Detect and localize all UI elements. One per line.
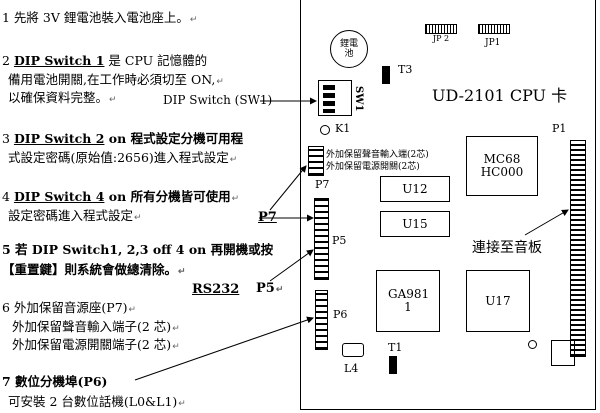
note-6-line-3: 外加保留電源開關端子(2 芯)↵: [12, 337, 180, 354]
board-title: UD-2101 CPU 卡: [432, 86, 568, 105]
note-3-number: 3: [2, 131, 10, 146]
transistor-t3: [382, 66, 390, 84]
return-mark-icon: ↵: [109, 94, 117, 104]
note-5-text-a: 5 若 DIP Switch1, 2,3 off 4 on 再開機或按: [2, 242, 274, 257]
note-1: 1 先將 3V 鋰電池裝入電池座上。↵: [2, 10, 197, 27]
return-mark-icon: ↵: [189, 14, 198, 24]
inductor-l4-label: L4: [344, 362, 359, 375]
connector-p6-digital: [315, 290, 328, 350]
note-2-number: 2: [2, 53, 10, 68]
jumper-jp2: [425, 24, 457, 34]
jumper-jp2-label: JP 2: [432, 34, 450, 43]
note-5-line-1: 5 若 DIP Switch1, 2,3 off 4 on 再開機或按: [2, 242, 273, 257]
note-5-text-b: 【重置鍵】則系統會做總清除。: [2, 262, 178, 277]
note-1-text: 1 先將 3V 鋰電池裝入電池座上。: [2, 10, 189, 25]
callout-dip-switch-label: DIP Switch (SW1): [163, 93, 273, 107]
return-mark-icon: ↵: [128, 304, 137, 314]
note-6-text-a: 6 外加保留音源座(P7): [2, 300, 128, 315]
chip-mc68hc000: MC68 HC000: [466, 136, 538, 196]
note-2-line-2: 備用電池開關,在工作時必須切至 ON,↵: [8, 72, 224, 89]
note-6-line-1: 6 外加保留音源座(P7)↵: [2, 300, 136, 317]
chip-ga9811-label: GA981 1: [388, 287, 430, 314]
connector-p5-label: P5: [332, 234, 347, 247]
note-7-line-1: 7 數位分機埠(P6): [2, 374, 107, 389]
jumper-jp1: [478, 24, 510, 34]
return-mark-icon: ↵: [172, 341, 180, 351]
chip-u15: U15: [380, 211, 450, 237]
transistor-t3-label: T3: [398, 63, 413, 76]
note-2-text-a: 是 CPU 記憶體的: [104, 53, 208, 68]
note-4-text-a: on 所有分機皆可使用: [104, 189, 231, 204]
note-2-text-c: 以確保資料完整。: [8, 90, 109, 105]
callout-rs232: RS232: [192, 282, 239, 297]
chip-u15-label: U15: [402, 216, 428, 231]
return-mark-icon: ↵: [275, 284, 284, 294]
connector-p7: [308, 146, 324, 176]
transistor-t1: [389, 356, 397, 374]
return-mark-icon: ↵: [172, 323, 180, 333]
note-2-line-1: 2 DIP Switch 1 是 CPU 記憶體的: [2, 53, 207, 68]
note-4-heading: DIP Switch 4: [13, 189, 105, 204]
relay-k1-marker: [320, 125, 330, 135]
transistor-t1-label: T1: [388, 341, 403, 354]
note-3-line-2: 式設定密碼(原始值:2656)進入程式設定↵: [8, 150, 237, 167]
chip-mc68hc000-label: MC68 HC000: [480, 152, 524, 179]
note-2-heading: DIP Switch 1: [13, 53, 105, 68]
note-4-number: 4: [2, 189, 10, 204]
component-bottom-right: [551, 340, 575, 366]
note-3-text-a: on 程式設定分機可用程: [104, 131, 244, 146]
connector-p7-label: P7: [315, 178, 330, 191]
relay-k1-label: K1: [335, 122, 351, 135]
connector-p1-label: P1: [552, 122, 567, 135]
note-4-line-1: 4 DIP Switch 4 on 所有分機皆可使用↵: [2, 189, 239, 206]
return-mark-icon: ↵: [229, 154, 238, 164]
callout-p5-label: P5: [256, 281, 275, 296]
connector-p6-label: P6: [333, 308, 348, 321]
note-7-text-b: 可安裝 2 台數位話機(L0&L1): [8, 394, 178, 409]
note-2-line-3: 以確保資料完整。↵: [8, 90, 117, 107]
chip-u12: U12: [380, 176, 450, 202]
battery-holder: 鋰電池: [330, 30, 368, 68]
chip-u12-label: U12: [402, 181, 428, 196]
jumper-jp1-label: JP1: [485, 38, 501, 48]
note-4-text-b: 設定密碼進入程式設定: [8, 208, 134, 223]
connector-p5-rs232: [314, 198, 329, 280]
note-3-heading: DIP Switch 2: [13, 131, 105, 146]
p7-audio-input-label: 外加保留聲音輸入端(2芯): [326, 150, 429, 160]
note-5-line-2: 【重置鍵】則系統會做總清除。↵: [2, 262, 186, 279]
mounting-hole: [528, 340, 537, 349]
callout-p5: P5↵: [256, 281, 283, 297]
dip-switch-sw1-label: SW1: [353, 86, 364, 112]
chip-u17-label: U17: [485, 293, 511, 308]
chip-u17: U17: [466, 270, 530, 332]
dip-switch-sw1: [318, 80, 352, 116]
p7-power-switch-label: 外加保留電源開關(2芯): [326, 162, 420, 172]
note-6-text-c: 外加保留電源開關端子(2 芯): [12, 337, 172, 352]
note-3-line-1: 3 DIP Switch 2 on 程式設定分機可用程: [2, 131, 243, 146]
cpu-board-outline: [300, 0, 596, 410]
return-mark-icon: ↵: [178, 266, 186, 276]
return-mark-icon: ↵: [178, 398, 186, 408]
note-2-text-b: 備用電池開關,在工作時必須切至 ON,: [8, 72, 216, 87]
note-6-line-2: 外加保留聲音輸入端子(2 芯)↵: [12, 319, 180, 336]
note-7-line-2: 可安裝 2 台數位話機(L0&L1)↵: [8, 394, 186, 411]
chip-ga9811: GA981 1: [376, 270, 440, 332]
note-7-text-a: 7 數位分機埠(P6): [2, 374, 108, 389]
callout-rs232-label: RS232: [192, 282, 240, 297]
return-mark-icon: ↵: [216, 76, 224, 86]
note-4-line-2: 設定密碼進入程式設定↵: [8, 208, 142, 225]
note-3-text-b: 式設定密碼(原始值:2656)進入程式設定: [8, 150, 229, 165]
note-6-text-b: 外加保留聲音輸入端子(2 芯): [12, 319, 172, 334]
battery-label: 鋰電池: [339, 39, 358, 59]
callout-dip-switch: DIP Switch (SW1): [163, 93, 272, 108]
to-main-board-label: 連接至音板: [472, 240, 542, 256]
inductor-l4: [342, 343, 364, 357]
return-mark-icon: ↵: [134, 212, 142, 222]
connector-p1: [570, 140, 586, 357]
return-mark-icon: ↵: [231, 193, 240, 203]
